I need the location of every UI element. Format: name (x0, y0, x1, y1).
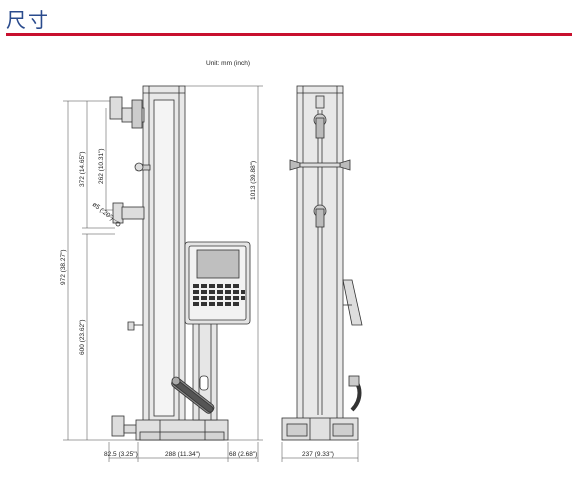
dim-262: 262 (10.31") (98, 148, 105, 184)
dim-288: 288 (11.34") (165, 451, 200, 458)
dim-dia5: ø5 (.20") (91, 201, 115, 222)
dim-972: 972 (38.27") (60, 249, 67, 285)
dim-82-5: 82.5 (3.25") (104, 451, 138, 458)
unit-note: Unit: mm (inch) (206, 60, 250, 67)
side-column (296, 85, 344, 423)
title-underline (6, 33, 572, 36)
dim-372: 372 (14.65") (79, 151, 86, 187)
dim-68: 68 (2.68") (229, 451, 257, 458)
dim-600: 600 (23.62") (79, 319, 86, 355)
page-title: 尺寸 (6, 8, 50, 32)
dim-237: 237 (9.33") (302, 451, 334, 458)
lcd-screen (196, 249, 240, 279)
dim-1013: 1013 (39.88") (250, 161, 257, 200)
